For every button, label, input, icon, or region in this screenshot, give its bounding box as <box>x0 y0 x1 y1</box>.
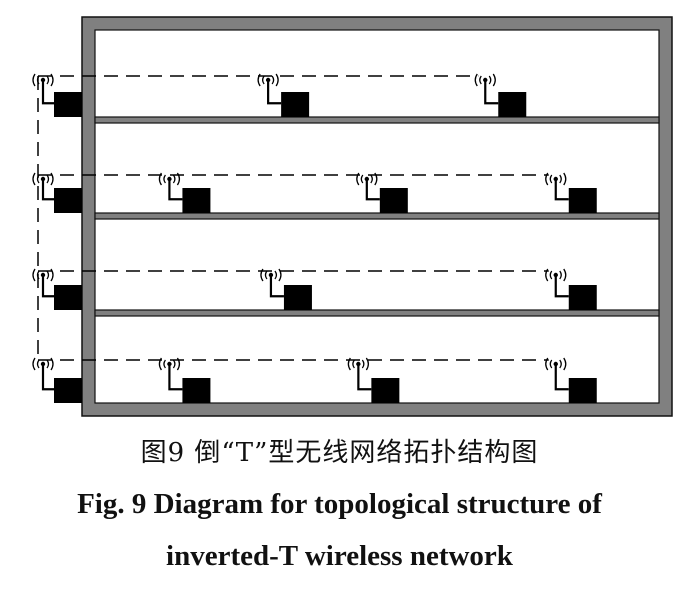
wireless-node-icon <box>371 378 400 403</box>
interior-node-floor-2-1 <box>158 172 211 213</box>
antenna-icon <box>356 361 372 391</box>
wireless-node-icon <box>568 285 597 310</box>
signal-waves-icon <box>545 172 567 186</box>
signal-waves-icon <box>32 268 54 282</box>
interior-node-floor-3-1 <box>260 268 312 310</box>
interior-node-floor-2-3 <box>545 172 597 213</box>
floor-slab <box>94 116 660 124</box>
wireless-node-icon <box>54 378 82 403</box>
interior-node-floor-2-2 <box>356 172 408 213</box>
wireless-node-icon <box>568 188 597 213</box>
figure-caption-english-line2: inverted-T wireless network <box>166 540 513 572</box>
figure-caption-chinese: 图9 倒“T”型无线网络拓扑结构图 <box>140 438 539 468</box>
interior-node-floor-4-3 <box>545 357 597 403</box>
wireless-node-icon <box>182 378 211 403</box>
signal-waves-icon <box>356 172 378 186</box>
wireless-node-icon <box>568 378 597 403</box>
wireless-node-icon <box>54 92 82 117</box>
antenna-icon <box>40 361 54 391</box>
signal-waves-icon <box>257 73 279 87</box>
signal-waves-icon <box>32 357 54 371</box>
antenna-icon <box>167 361 183 391</box>
wireless-node-icon <box>54 285 82 310</box>
interior-node-floor-1-1 <box>257 73 310 117</box>
interior-node-floor-4-2 <box>347 357 400 403</box>
antenna-icon <box>364 176 380 201</box>
figure-caption-english-line1: Fig. 9 Diagram for topological structure… <box>77 488 602 520</box>
interior-node-floor-3-2 <box>545 268 597 310</box>
signal-waves-icon <box>260 268 282 282</box>
antenna-icon <box>40 176 54 201</box>
antenna-icon <box>40 272 54 298</box>
antenna-icon <box>553 272 569 298</box>
interior-node-floor-4-1 <box>158 357 211 403</box>
wireless-node-icon <box>283 285 312 310</box>
antenna-icon <box>40 77 54 105</box>
signal-waves-icon <box>545 268 567 282</box>
antenna-icon <box>553 361 569 391</box>
antenna-icon <box>553 176 569 201</box>
floor-slab <box>94 212 660 220</box>
wireless-node-icon <box>379 188 408 213</box>
antenna-icon <box>265 77 282 105</box>
wireless-node-icon <box>498 92 527 117</box>
gateway-node-floor-2 <box>32 172 82 213</box>
wireless-node-icon <box>281 92 310 117</box>
gateway-node-floor-3 <box>32 268 82 310</box>
signal-waves-icon <box>32 172 54 186</box>
wireless-node-icon <box>182 188 211 213</box>
building-diagram <box>32 16 673 417</box>
gateway-node-floor-4 <box>32 357 82 403</box>
signal-waves-icon <box>158 172 181 186</box>
antenna-icon <box>483 77 499 105</box>
signal-waves-icon <box>32 73 54 87</box>
signal-waves-icon <box>347 357 370 371</box>
floor-slab <box>94 309 660 317</box>
signal-waves-icon <box>474 73 496 87</box>
signal-waves-icon <box>158 357 181 371</box>
interior-node-floor-1-2 <box>474 73 527 117</box>
signal-waves-icon <box>545 357 567 371</box>
antenna-icon <box>167 176 183 201</box>
antenna-icon <box>268 272 284 298</box>
wireless-node-icon <box>54 188 82 213</box>
gateway-node-floor-1 <box>32 73 82 117</box>
